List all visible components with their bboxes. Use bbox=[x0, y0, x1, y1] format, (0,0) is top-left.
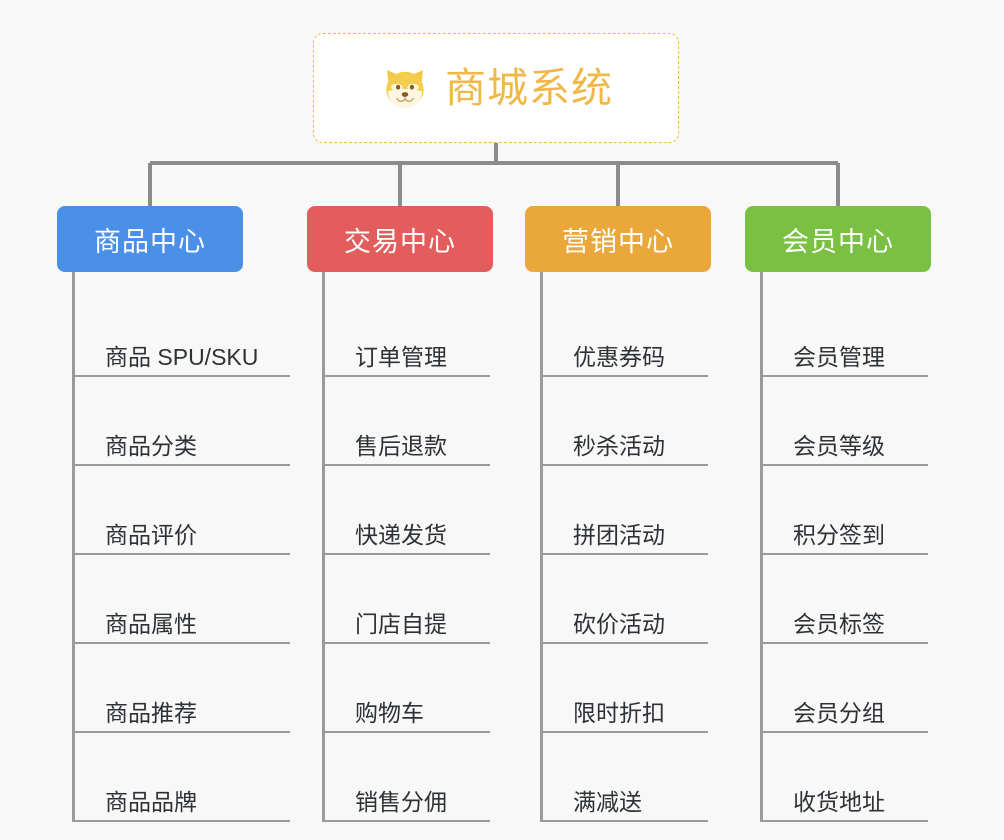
leaf-item[interactable]: 会员标签 bbox=[763, 555, 955, 644]
root-title: 商城系统 bbox=[445, 64, 613, 111]
branch-member-center: 会员中心 会员管理 会员等级 积分签到 会员标签 会员分组 bbox=[745, 206, 955, 822]
leaf-label: 门店自提 bbox=[355, 610, 447, 637]
leaf-label: 限时折扣 bbox=[573, 699, 665, 726]
branch-items-product-center: 商品 SPU/SKU 商品分类 商品评价 商品属性 商品推荐 商品品牌 bbox=[72, 272, 290, 822]
leaf-item[interactable]: 商品 SPU/SKU bbox=[75, 288, 290, 377]
leaf-label: 商品分类 bbox=[105, 432, 197, 459]
leaf-label: 商品属性 bbox=[105, 610, 197, 637]
leaf-item[interactable]: 限时折扣 bbox=[543, 644, 735, 733]
leaf-underline bbox=[543, 820, 708, 822]
branch-marketing-center: 营销中心 优惠券码 秒杀活动 拼团活动 砍价活动 限时折扣 bbox=[525, 206, 735, 822]
leaf-underline bbox=[75, 731, 290, 733]
leaf-underline bbox=[763, 820, 928, 822]
leaf-label: 拼团活动 bbox=[573, 521, 665, 548]
leaf-item[interactable]: 会员等级 bbox=[763, 377, 955, 466]
leaf-underline bbox=[325, 553, 490, 555]
branch-header-member-center[interactable]: 会员中心 bbox=[745, 206, 931, 272]
leaf-label: 会员标签 bbox=[793, 610, 885, 637]
leaf-label: 售后退款 bbox=[355, 432, 447, 459]
leaf-underline bbox=[763, 464, 928, 466]
leaf-underline bbox=[763, 731, 928, 733]
leaf-label: 商品品牌 bbox=[105, 788, 197, 815]
leaf-label: 商品 SPU/SKU bbox=[105, 343, 259, 370]
leaf-item[interactable]: 销售分佣 bbox=[325, 733, 517, 822]
leaf-item[interactable]: 秒杀活动 bbox=[543, 377, 735, 466]
leaf-label: 商品评价 bbox=[105, 521, 197, 548]
leaf-item[interactable]: 购物车 bbox=[325, 644, 517, 733]
leaf-underline bbox=[543, 375, 708, 377]
branch-header-trade-center[interactable]: 交易中心 bbox=[307, 206, 493, 272]
leaf-underline bbox=[75, 820, 290, 822]
leaf-underline bbox=[75, 642, 290, 644]
leaf-item[interactable]: 砍价活动 bbox=[543, 555, 735, 644]
leaf-item[interactable]: 订单管理 bbox=[325, 288, 517, 377]
leaf-underline bbox=[763, 375, 928, 377]
branch-header-marketing-center[interactable]: 营销中心 bbox=[525, 206, 711, 272]
leaf-item[interactable]: 会员管理 bbox=[763, 288, 955, 377]
leaf-item[interactable]: 商品品牌 bbox=[75, 733, 290, 822]
leaf-underline bbox=[543, 642, 708, 644]
leaf-label: 订单管理 bbox=[355, 343, 447, 370]
leaf-item[interactable]: 优惠券码 bbox=[543, 288, 735, 377]
leaf-label: 会员分组 bbox=[793, 699, 885, 726]
leaf-item[interactable]: 售后退款 bbox=[325, 377, 517, 466]
leaf-underline bbox=[543, 731, 708, 733]
root-node[interactable]: 商城系统 bbox=[313, 33, 679, 143]
leaf-underline bbox=[543, 464, 708, 466]
leaf-label: 快递发货 bbox=[355, 521, 447, 548]
leaf-underline bbox=[325, 464, 490, 466]
leaf-underline bbox=[75, 375, 290, 377]
leaf-underline bbox=[325, 731, 490, 733]
leaf-label: 会员等级 bbox=[793, 432, 885, 459]
leaf-item[interactable]: 快递发货 bbox=[325, 466, 517, 555]
leaf-underline bbox=[763, 642, 928, 644]
leaf-underline bbox=[325, 820, 490, 822]
leaf-item[interactable]: 商品推荐 bbox=[75, 644, 290, 733]
leaf-label: 优惠券码 bbox=[573, 343, 665, 370]
branch-items-trade-center: 订单管理 售后退款 快递发货 门店自提 购物车 销售分佣 bbox=[322, 272, 517, 822]
leaf-item[interactable]: 商品评价 bbox=[75, 466, 290, 555]
shiba-dog-icon bbox=[386, 70, 424, 109]
leaf-item[interactable]: 拼团活动 bbox=[543, 466, 735, 555]
leaf-item[interactable]: 商品属性 bbox=[75, 555, 290, 644]
branch-items-marketing-center: 优惠券码 秒杀活动 拼团活动 砍价活动 限时折扣 满减送 bbox=[540, 272, 735, 822]
leaf-label: 会员管理 bbox=[793, 343, 885, 370]
branch-trade-center: 交易中心 订单管理 售后退款 快递发货 门店自提 购物车 bbox=[307, 206, 517, 822]
leaf-underline bbox=[75, 553, 290, 555]
leaf-item[interactable]: 收货地址 bbox=[763, 733, 955, 822]
leaf-label: 商品推荐 bbox=[105, 699, 197, 726]
leaf-underline bbox=[763, 553, 928, 555]
branch-items-member-center: 会员管理 会员等级 积分签到 会员标签 会员分组 收货地址 bbox=[760, 272, 955, 822]
leaf-item[interactable]: 会员分组 bbox=[763, 644, 955, 733]
leaf-item[interactable]: 积分签到 bbox=[763, 466, 955, 555]
leaf-label: 砍价活动 bbox=[573, 610, 665, 637]
leaf-label: 满减送 bbox=[573, 788, 642, 815]
leaf-label: 销售分佣 bbox=[355, 788, 447, 815]
leaf-underline bbox=[543, 553, 708, 555]
leaf-label: 购物车 bbox=[355, 699, 424, 726]
leaf-item[interactable]: 满减送 bbox=[543, 733, 735, 822]
leaf-underline bbox=[325, 375, 490, 377]
branch-header-product-center[interactable]: 商品中心 bbox=[57, 206, 243, 272]
leaf-underline bbox=[325, 642, 490, 644]
leaf-label: 秒杀活动 bbox=[573, 432, 665, 459]
branch-product-center: 商品中心 商品 SPU/SKU 商品分类 商品评价 商品属性 商品推荐 bbox=[57, 206, 290, 822]
leaf-label: 收货地址 bbox=[793, 788, 885, 815]
leaf-label: 积分签到 bbox=[793, 521, 885, 548]
leaf-item[interactable]: 门店自提 bbox=[325, 555, 517, 644]
leaf-item[interactable]: 商品分类 bbox=[75, 377, 290, 466]
leaf-underline bbox=[75, 464, 290, 466]
